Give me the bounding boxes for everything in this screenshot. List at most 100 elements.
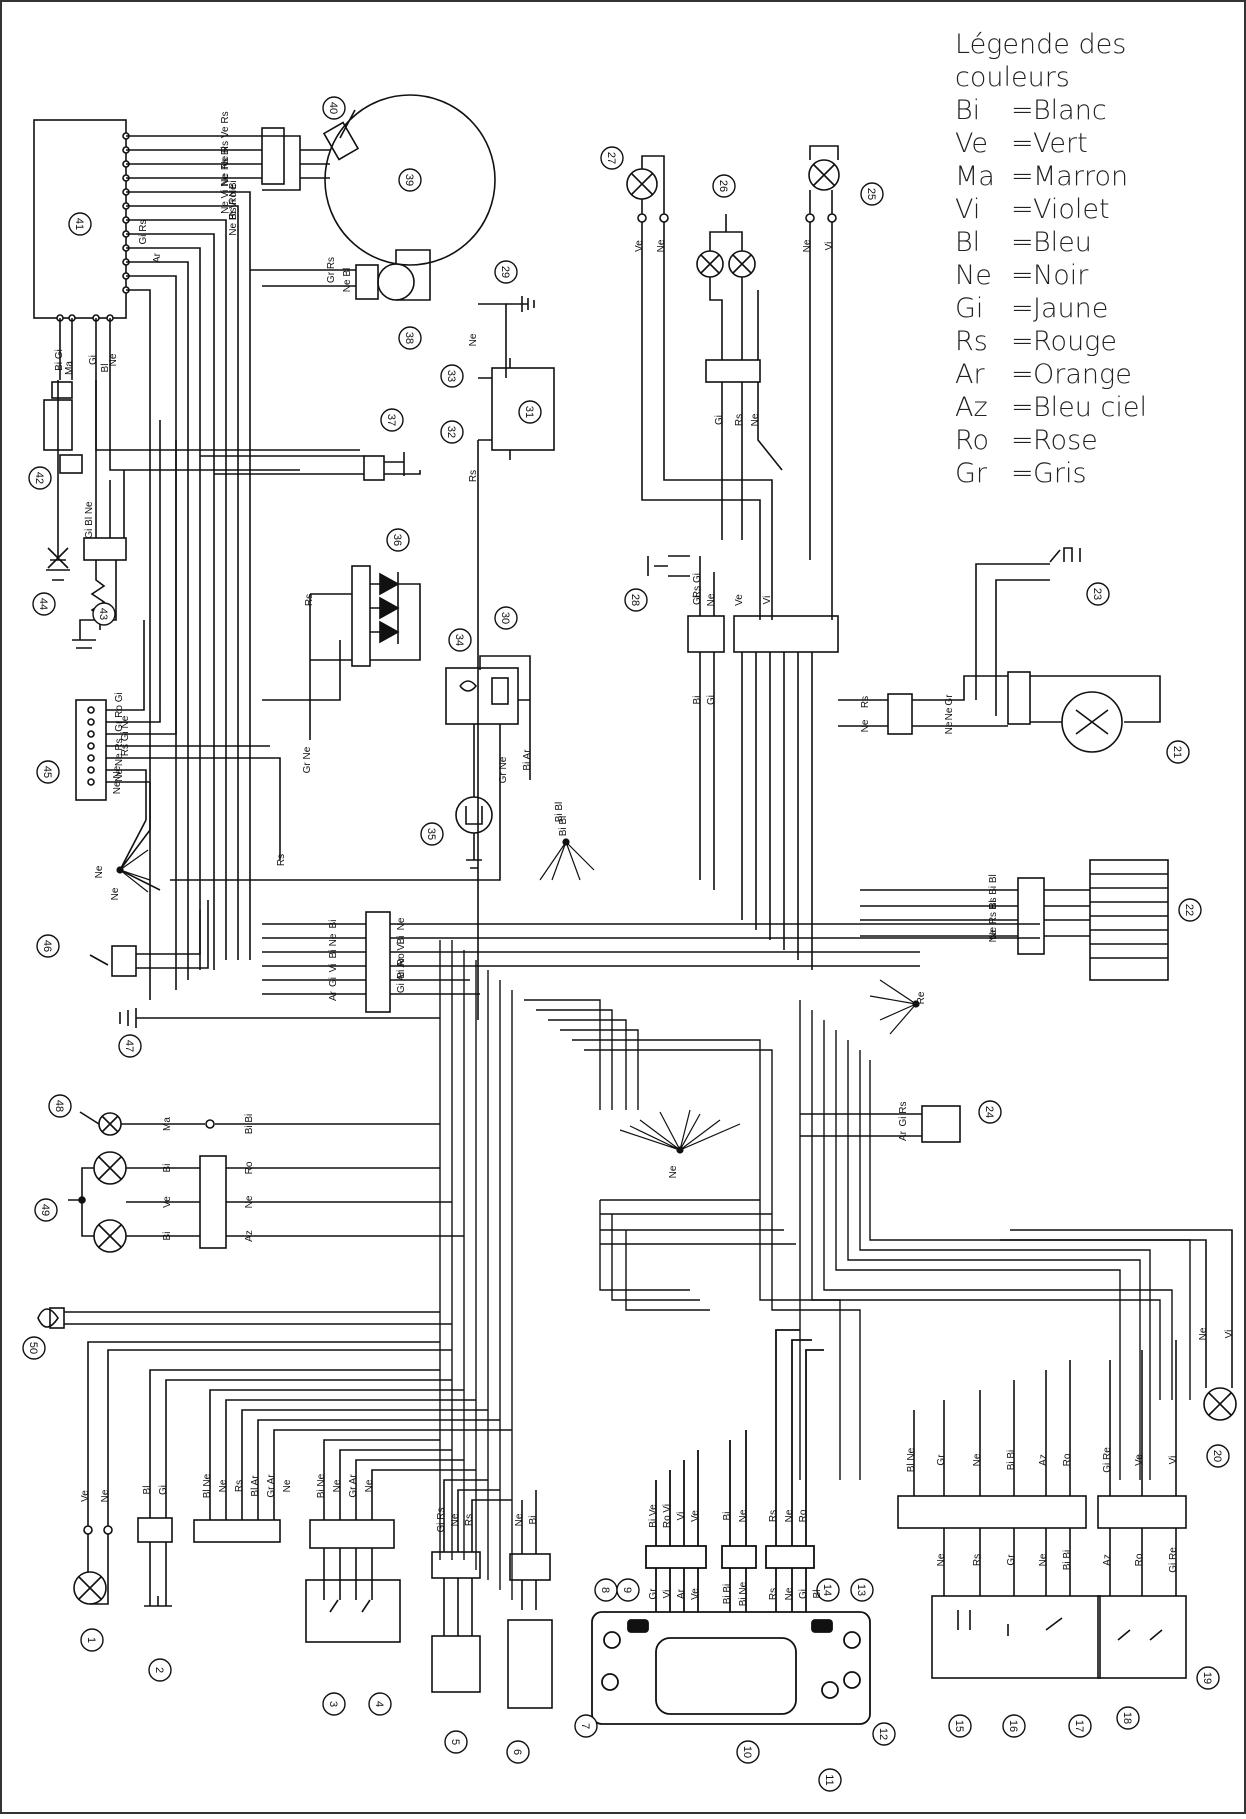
component-number-text: 31	[523, 406, 535, 418]
component-number-text: 20	[1211, 1450, 1223, 1462]
wire-color-label: Gi Re	[1168, 1547, 1179, 1573]
wire-color-label: Ne	[936, 1553, 947, 1566]
component-number-text: 38	[403, 332, 415, 344]
wire-color-label: Ne Rs Ve Rs	[220, 111, 231, 168]
wire-color-label: Ne	[706, 593, 717, 606]
legend-name: Vert	[1033, 128, 1088, 159]
legend-code: Az	[955, 392, 988, 423]
wire-color-label: Bi Ve	[648, 1504, 659, 1528]
wire-color-label: Rs Ro Bi	[228, 180, 239, 219]
component-number-text: 50	[27, 1342, 39, 1354]
wire-color-label: Ne	[738, 1509, 749, 1522]
component-number-text: 19	[1201, 1672, 1213, 1684]
wire-color-label: Ne	[1038, 1553, 1049, 1566]
component-number-38: 38	[398, 326, 422, 350]
component-number-21: 21	[1166, 740, 1190, 764]
wire-color-label: Gi	[798, 1589, 809, 1599]
component-number-text: 7	[579, 1723, 591, 1729]
wire-color-label: Ne	[656, 239, 667, 252]
legend-entry: Gi=Jaune	[955, 292, 1246, 325]
component-28-switch	[647, 555, 839, 970]
component-number-20: 20	[1206, 1444, 1230, 1468]
junction-re	[869, 979, 920, 1035]
wire-color-label: Ro Vi	[396, 942, 407, 966]
wire-color-label: Ne Bi Vi Ne	[228, 184, 239, 236]
component-49-lamps	[68, 1151, 464, 1253]
component-number-text: 3	[327, 1701, 339, 1707]
wire-color-label: Ar	[328, 990, 339, 1001]
wire-color-label: Bi	[162, 1232, 173, 1241]
legend-entry: Vi=Violet	[955, 193, 1246, 226]
wire-color-label: Bl	[100, 364, 111, 373]
wire-color-label: Gr Ne	[498, 756, 509, 783]
component-10-dashboard	[591, 1329, 871, 1725]
wire-color-label: Ne	[784, 1587, 795, 1600]
component-46-switch	[89, 900, 209, 977]
component-25-lamp	[805, 145, 840, 620]
wire-color-label: Ro	[244, 1161, 255, 1174]
legend-code: Ma	[955, 161, 995, 192]
wire-color-label: Gi Ar	[396, 970, 407, 993]
legend-code: Bl	[955, 227, 981, 258]
component-number-50: 50	[22, 1336, 46, 1360]
ground-junction-fan	[619, 1109, 741, 1154]
wire-color-label: Ma	[64, 361, 75, 375]
wire-color-label: Rs	[234, 1480, 245, 1492]
wire-color-label: Ne	[100, 1489, 111, 1502]
legend-equals: =	[1011, 128, 1034, 159]
component-number-32: 32	[440, 420, 464, 444]
legend-code: Bi	[955, 95, 981, 126]
component-number-text: 33	[445, 370, 457, 382]
wire-color-label: Ar	[898, 1130, 909, 1141]
wire-color-label: Ne	[364, 1479, 375, 1492]
legend-code: Ar	[955, 359, 985, 390]
wire-color-label: Vi	[762, 596, 773, 605]
component-30-relay	[445, 655, 531, 780]
wire-color-label: Ve	[734, 594, 745, 606]
legend-equals: =	[1011, 260, 1034, 291]
wire-color-label: Gi	[88, 355, 99, 365]
wire-color-label: Gr	[936, 1454, 947, 1466]
legend-entry: Ve=Vert	[955, 127, 1246, 160]
component-number-40: 40	[322, 96, 346, 120]
main-harness	[439, 940, 1191, 1600]
wire-color-label: Az	[1038, 1454, 1049, 1466]
component-number-text: 9	[621, 1587, 633, 1593]
wire-color-label: Ne Ne	[112, 765, 123, 794]
wire-color-label: Gr Ar	[266, 1474, 277, 1498]
legend-title: Légende des couleurs	[955, 29, 1127, 93]
wire-color-label: Ne	[450, 1513, 461, 1526]
wire-color-label: Rs Bi Bl	[988, 874, 999, 910]
legend-equals: =	[1011, 194, 1034, 225]
wire-color-label: Bi Ar	[396, 957, 407, 979]
component-number-text: 12	[877, 1728, 889, 1740]
wire-color-label: Bi	[328, 920, 339, 929]
component-42-coil	[43, 380, 83, 581]
legend-name: Blanc	[1033, 95, 1107, 126]
component-number-25: 25	[860, 182, 884, 206]
wire-color-label: Ma	[162, 1117, 173, 1131]
wire-color-label: Gr	[648, 1588, 659, 1600]
component-number-44: 44	[32, 592, 56, 616]
legend-code: Vi	[955, 194, 981, 225]
component-47-ground	[119, 1008, 440, 1028]
legend-entry: Ar=Orange	[955, 358, 1246, 391]
legend-name: Rouge	[1033, 326, 1117, 357]
component-number-text: 37	[385, 414, 397, 426]
wire-color-label: Gi Rs	[898, 1102, 909, 1127]
wire-color-label: Bi Bi	[1006, 1450, 1017, 1471]
component-45-connector	[75, 420, 281, 891]
component-number-7: 7	[574, 1714, 598, 1738]
legend-name: Gris	[1033, 458, 1087, 489]
wire-color-label: Bi Bl	[558, 816, 569, 837]
component-number-1: 1	[80, 1628, 104, 1652]
wire-color-label: Rs	[768, 1510, 779, 1522]
wire-color-label: Ne	[218, 1479, 229, 1492]
junction-ne-left	[116, 849, 151, 893]
component-31-battery	[477, 296, 555, 1020]
wire-color-label: Ne	[1198, 1327, 1209, 1340]
wire-color-label: Ve	[162, 1196, 173, 1208]
wire-color-label: Bl	[812, 1590, 823, 1599]
component-number-text: 27	[605, 152, 617, 164]
